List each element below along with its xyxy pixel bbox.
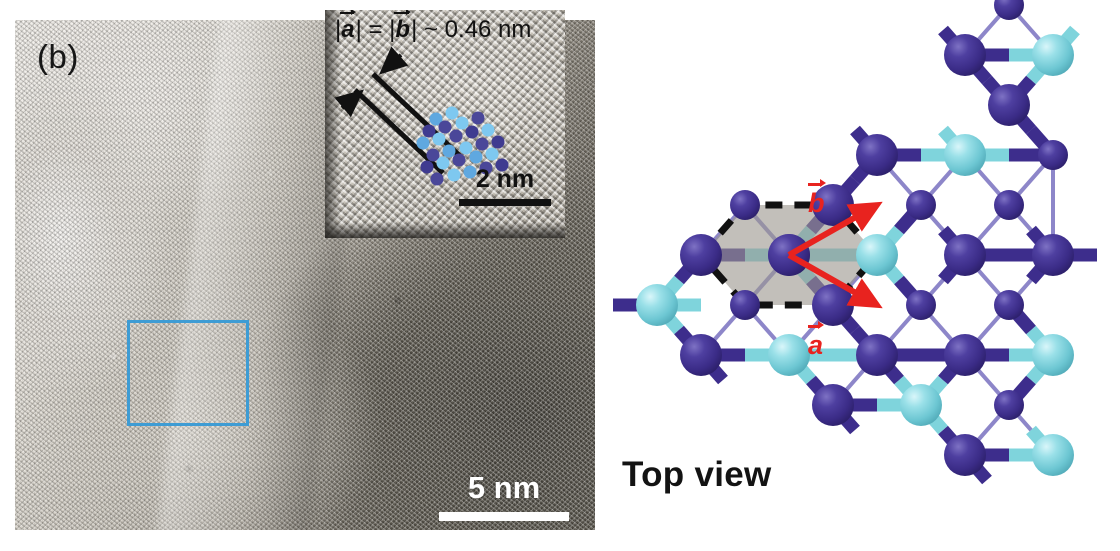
spacing-arrow-lower (334, 89, 365, 118)
inset-annotation-layer (334, 46, 509, 186)
lattice-vectors (787, 201, 883, 309)
panel-label: (b) (37, 38, 79, 75)
inset-edge-shading-bottom (325, 222, 565, 238)
scale-bar-main-label: 5 nm (467, 470, 541, 505)
vector-a-symbol: a (341, 16, 355, 43)
lattice-svg (613, 0, 1097, 485)
inset-edge-shading-left (325, 10, 341, 238)
scale-bar-inset: 2 nm (459, 167, 551, 206)
spacing-arrow-upper (379, 46, 409, 75)
scale-bar-main: 5 nm (439, 472, 569, 521)
vector-a-label: a (808, 321, 825, 360)
top-view-title: Top view (622, 455, 772, 494)
inset-atom-overlay (416, 106, 509, 186)
scale-bar-inset-rule (459, 199, 551, 206)
caption-bar-open: | (335, 16, 342, 43)
vector-a-arrow (787, 252, 883, 309)
vector-b-arrow (787, 201, 883, 258)
atoms-layer (636, 0, 1074, 476)
scale-bar-inset-label: 2 nm (475, 165, 535, 193)
crystal-structure-diagram: b a Top view (600, 0, 1120, 551)
caption-value: | ~ 0.46 nm (411, 16, 532, 43)
inset-micrograph: |a| = |b| ~ 0.46 nm 2 nm (325, 10, 565, 238)
vector-b-symbol: b (395, 16, 411, 43)
lattice-plane-line-1 (371, 72, 463, 159)
inset-lattice-constant-caption: |a| = |b| ~ 0.46 nm (335, 16, 531, 44)
region-of-interest-box[interactable] (127, 320, 249, 426)
caption-middle: | = | (355, 16, 396, 43)
scale-bar-main-rule (439, 512, 569, 521)
vector-b-label: b (808, 179, 825, 218)
